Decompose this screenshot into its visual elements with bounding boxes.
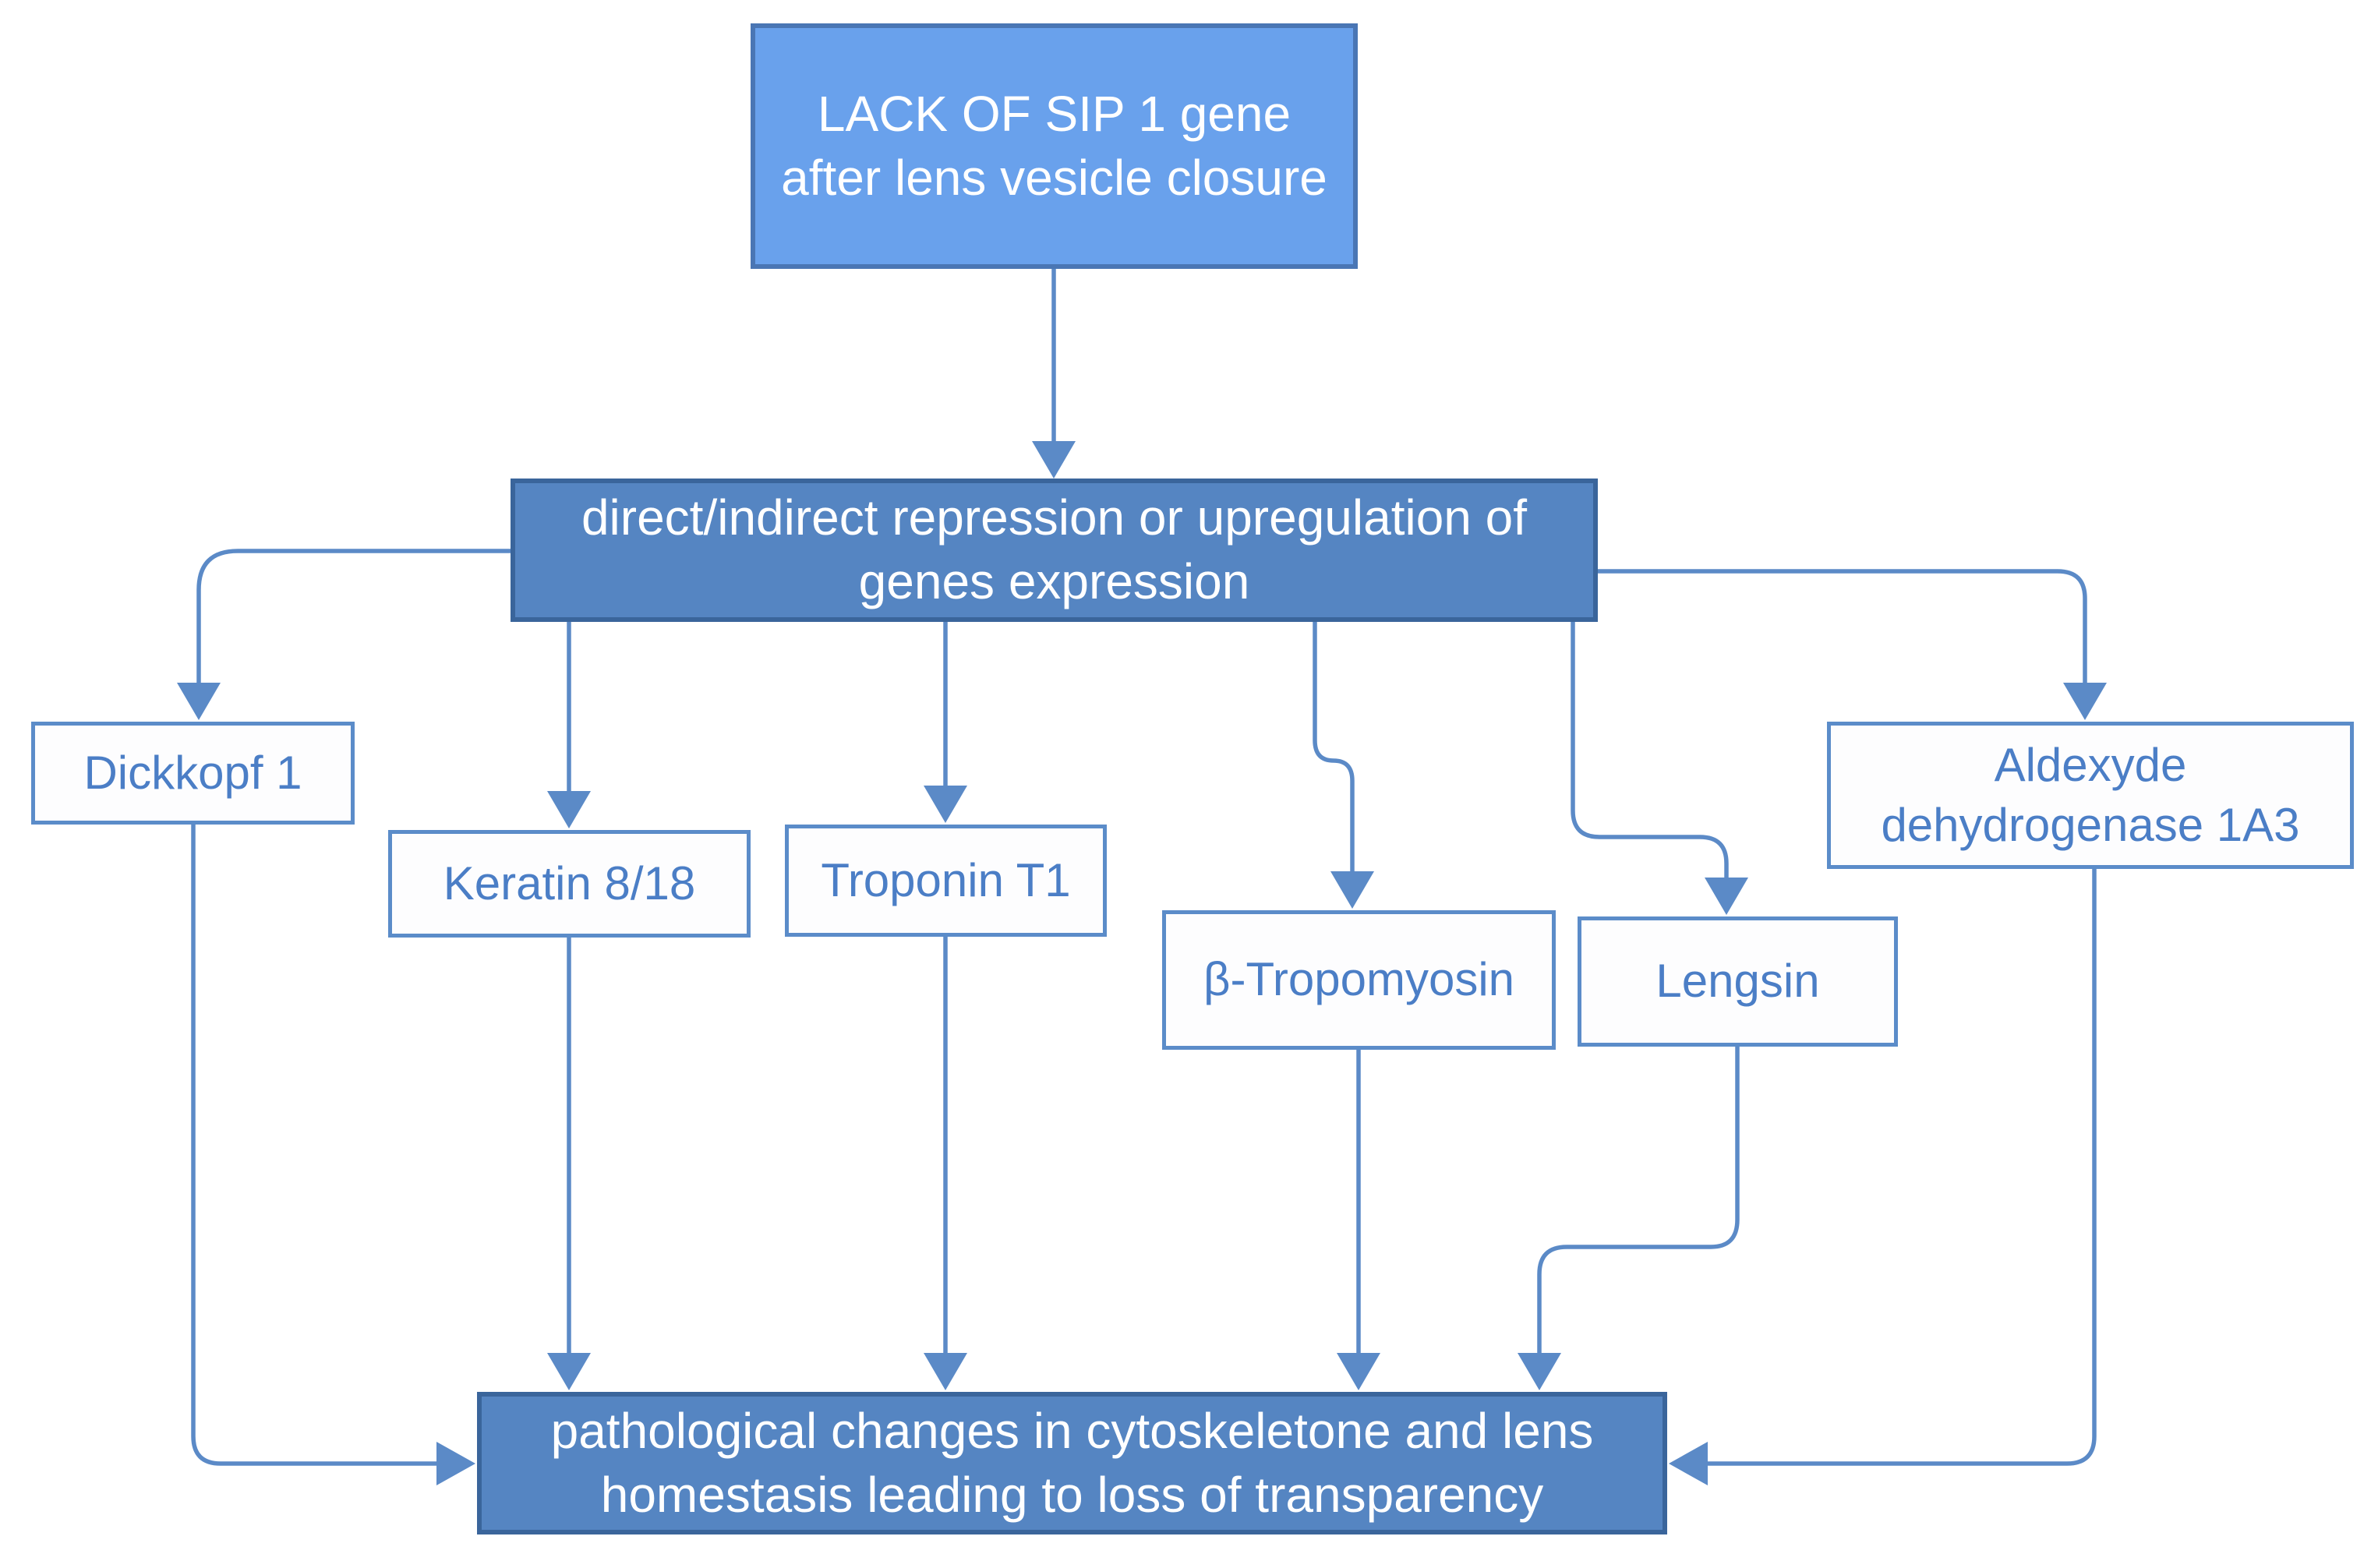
- edge-repression-to-dickkopf: [177, 549, 511, 720]
- arrowhead-down-icon: [1032, 441, 1076, 479]
- arrowhead-down-icon: [547, 791, 591, 828]
- node-keratin: Keratin 8/18: [388, 830, 751, 938]
- arrowhead-down-icon: [1330, 871, 1374, 909]
- node-aldexyde: Aldexyde dehydrogenase 1A3: [1827, 722, 2354, 869]
- node-lengsin-label: Lengsin: [1655, 955, 1820, 1008]
- node-dickkopf-label: Dickkopf 1: [83, 746, 302, 799]
- node-aldexyde-line2: dehydrogenase 1A3: [1881, 798, 2300, 851]
- arrowhead-down-icon: [177, 683, 221, 720]
- arrowhead-down-icon: [1518, 1353, 1561, 1390]
- edge-repression-to-troponin: [924, 622, 967, 823]
- node-troponin-label: Troponin T1: [821, 853, 1071, 906]
- edge-repression-to-keratin: [547, 622, 591, 828]
- arrowhead-down-icon: [1705, 878, 1748, 915]
- node-pathological-line1: pathological changes in cytoskeletone an…: [550, 1402, 1594, 1459]
- arrowhead-left-icon: [1669, 1442, 1708, 1485]
- node-lack-of-sip1-line1: LACK OF SIP 1 gene: [817, 85, 1292, 142]
- edge-dickkopf-to-pathological: [191, 825, 475, 1485]
- edge-aldexyde-to-pathological: [1669, 869, 2097, 1485]
- edge-troponin-to-pathological: [924, 937, 967, 1390]
- node-troponin: Troponin T1: [785, 825, 1107, 937]
- edge-repression-to-lengsin: [1571, 622, 1748, 915]
- node-aldexyde-line1: Aldexyde: [1994, 738, 2187, 791]
- edge-keratin-to-pathological: [547, 938, 591, 1390]
- node-tropomyosin-label: β-Tropomyosin: [1203, 953, 1515, 1006]
- node-lack-of-sip1-line2: after lens vesicle closure: [781, 149, 1327, 206]
- node-repression: direct/indirect repression or upregulati…: [511, 479, 1598, 622]
- arrowhead-down-icon: [2063, 683, 2107, 720]
- node-lack-of-sip1: LACK OF SIP 1 gene after lens vesicle cl…: [751, 23, 1358, 269]
- arrowhead-down-icon: [547, 1353, 591, 1390]
- node-pathological: pathological changes in cytoskeletone an…: [477, 1392, 1667, 1534]
- arrowhead-right-icon: [436, 1442, 475, 1485]
- node-lengsin: Lengsin: [1578, 916, 1898, 1047]
- node-keratin-label: Keratin 8/18: [443, 856, 696, 909]
- node-dickkopf: Dickkopf 1: [31, 722, 355, 825]
- edge-lengsin-to-pathological: [1518, 1047, 1740, 1390]
- arrowhead-down-icon: [924, 1353, 967, 1390]
- arrowhead-down-icon: [1337, 1353, 1380, 1390]
- edge-tropomyosin-to-pathological: [1337, 1050, 1380, 1390]
- node-repression-line1: direct/indirect repression or upregulati…: [581, 489, 1528, 546]
- node-repression-line2: genes expression: [858, 553, 1250, 609]
- edge-repression-to-aldexyde: [1598, 569, 2107, 720]
- node-pathological-line2: homestasis leading to loss of transparen…: [600, 1466, 1544, 1523]
- edge-lack-of-sip1-to-repression: [1032, 269, 1076, 479]
- edge-repression-to-tropomyosin: [1313, 622, 1374, 909]
- node-tropomyosin: β-Tropomyosin: [1162, 910, 1556, 1050]
- arrowhead-down-icon: [924, 786, 967, 823]
